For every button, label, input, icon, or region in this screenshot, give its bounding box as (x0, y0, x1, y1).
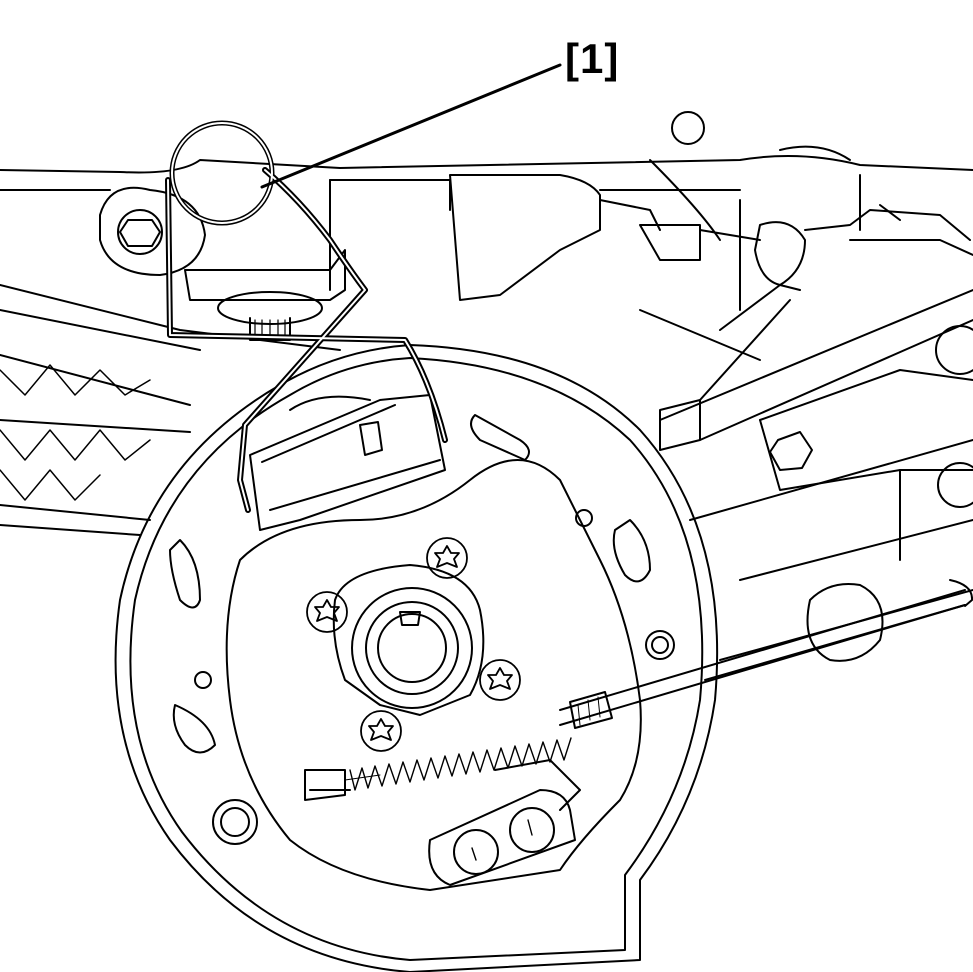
hub-assembly (332, 564, 485, 716)
mounting-bolt-right (769, 431, 813, 471)
mounting-bolt-left (99, 186, 206, 276)
return-spring (304, 691, 613, 801)
callout-leader-line (260, 63, 562, 189)
lever-block (428, 759, 581, 886)
wheel-cylinder (249, 394, 446, 531)
star-bolts (306, 537, 521, 752)
brake-pipe (449, 174, 973, 451)
cable-bracket (184, 249, 346, 341)
axle-beam (0, 111, 973, 681)
callout-label: [1] (565, 35, 620, 82)
handbrake-cable (559, 579, 973, 726)
spring-tool (165, 120, 448, 513)
spring-tool-inner (167, 122, 446, 511)
backing-plate (114, 344, 719, 972)
